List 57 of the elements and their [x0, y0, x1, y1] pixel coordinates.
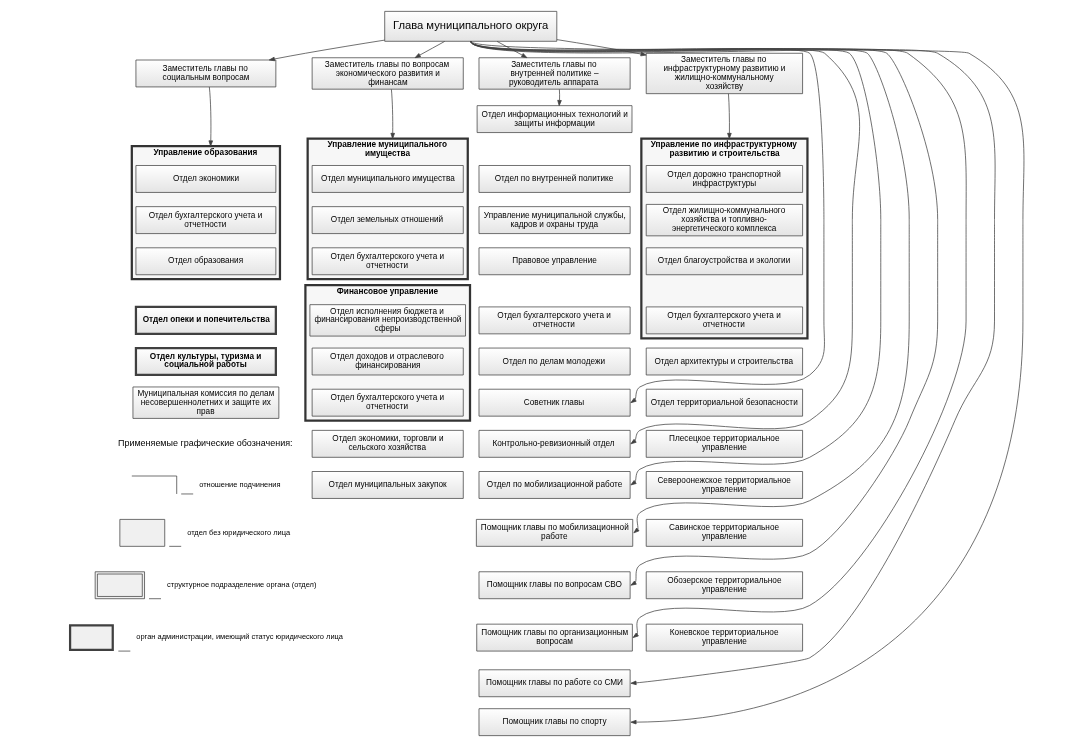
node-box: Отдел бухгалтерского учета и отчетности: [645, 306, 803, 335]
node-box: Отдел муниципального имущества: [311, 165, 464, 193]
legend-label: отношение подчинения: [198, 479, 281, 489]
legend-label: структурное подразделение органа (отдел): [166, 580, 316, 590]
arrow: [208, 86, 213, 147]
node-box: Отдел опеки и попечительства: [134, 305, 277, 335]
node-box: Отдел по делам молодежи: [478, 347, 630, 376]
node-box: Отдел территориальной безопасности: [645, 388, 803, 417]
node-box: Отдел дорожно транспортной инфраструктуры: [645, 165, 803, 193]
node-box: Отдел архитектуры и строительства: [645, 347, 803, 376]
node-box: Отдел информационных технологий и защиты информации: [476, 105, 632, 133]
node-box: Отдел бухгалтерского учета и отчетности: [135, 206, 276, 234]
arrow: [268, 39, 385, 62]
arrow: [390, 88, 395, 139]
node-box: Заместитель главы по социальным вопросам: [135, 59, 276, 88]
arrow: [726, 93, 732, 139]
node-box: Отдел исполнения бюджета и финансирования непроизводственной сферы: [309, 304, 466, 337]
node-box: Отдел бухгалтерского учета и отчетности: [311, 388, 464, 417]
node-box: Отдел экономики: [135, 165, 276, 193]
node-box: Савинское территориальное управление: [645, 519, 803, 547]
node-box: Отдел экономики, торговли и сельского хозяйства: [311, 430, 464, 458]
node-box: Заместитель главы по инфраструктурному развитию и жилищно-коммунальному хозяйству: [645, 52, 803, 95]
node-box: Управление муниципальной службы, кадров и охраны труда: [478, 206, 630, 234]
node-box: Отдел доходов и отраслевого финансирования: [311, 347, 464, 376]
arrow: [414, 41, 445, 59]
node-box: Отдел культуры, туризма и социальной работы: [134, 346, 277, 377]
node-box: Советник главы: [478, 388, 630, 417]
node-box: Заместитель главы по внутренней политике – руководитель аппарата: [478, 57, 630, 90]
node-box: Помощник главы по спорту: [478, 708, 630, 736]
node-box: Коневское территориальное управление: [645, 623, 803, 652]
node-box: Помощник главы по работе со СМИ: [478, 669, 630, 698]
node-box: Отдел по внутренней политике: [478, 165, 630, 193]
node-box: Помощник главы по организационным вопросам: [475, 623, 633, 652]
node-box: Отдел благоустройства и экологии: [645, 247, 803, 276]
node-box: Глава муниципального округа: [383, 11, 557, 42]
node-box: Контрольно-ревизионный отдел: [478, 430, 630, 458]
node-box: Помощник главы по мобилизационной работе: [475, 519, 633, 547]
legend-label: отдел без юридического лица: [186, 527, 290, 537]
node-box: Отдел муниципальных закупок: [311, 471, 464, 499]
node-box: Североонежское территориальное управление: [645, 471, 803, 499]
node-box: Отдел образования: [135, 247, 276, 276]
node-box: Отдел бухгалтерского учета и отчетности: [311, 247, 464, 276]
node-box: Отдел бухгалтерского учета и отчетности: [478, 306, 630, 335]
arrow: [496, 41, 527, 59]
node-box: Отдел земельных отношений: [311, 206, 464, 234]
node-box: Обозерское территориальное управление: [645, 571, 803, 600]
label: Применяемые графические обозначения:: [117, 438, 293, 449]
node-box: Плесецкое территориальное управление: [645, 430, 803, 458]
node-box: Правовое управление: [478, 247, 630, 276]
legend-label: орган администрации, имеющий статус юридического лица: [135, 632, 343, 642]
node-box: Заместитель главы по вопросам экономического развития и финансам: [311, 57, 464, 90]
node-box: Отдел жилищно-коммунального хозяйства и топливно-энергетического комплекса: [645, 204, 803, 237]
node-box: Помощник главы по вопросам СВО: [478, 571, 630, 600]
node-box: Отдел по мобилизационной работе: [478, 471, 630, 499]
node-box: Муниципальная комиссия по делам несовершеннолетних и защите их прав: [132, 386, 279, 419]
arrow: [556, 89, 562, 106]
arrow: [556, 39, 647, 57]
